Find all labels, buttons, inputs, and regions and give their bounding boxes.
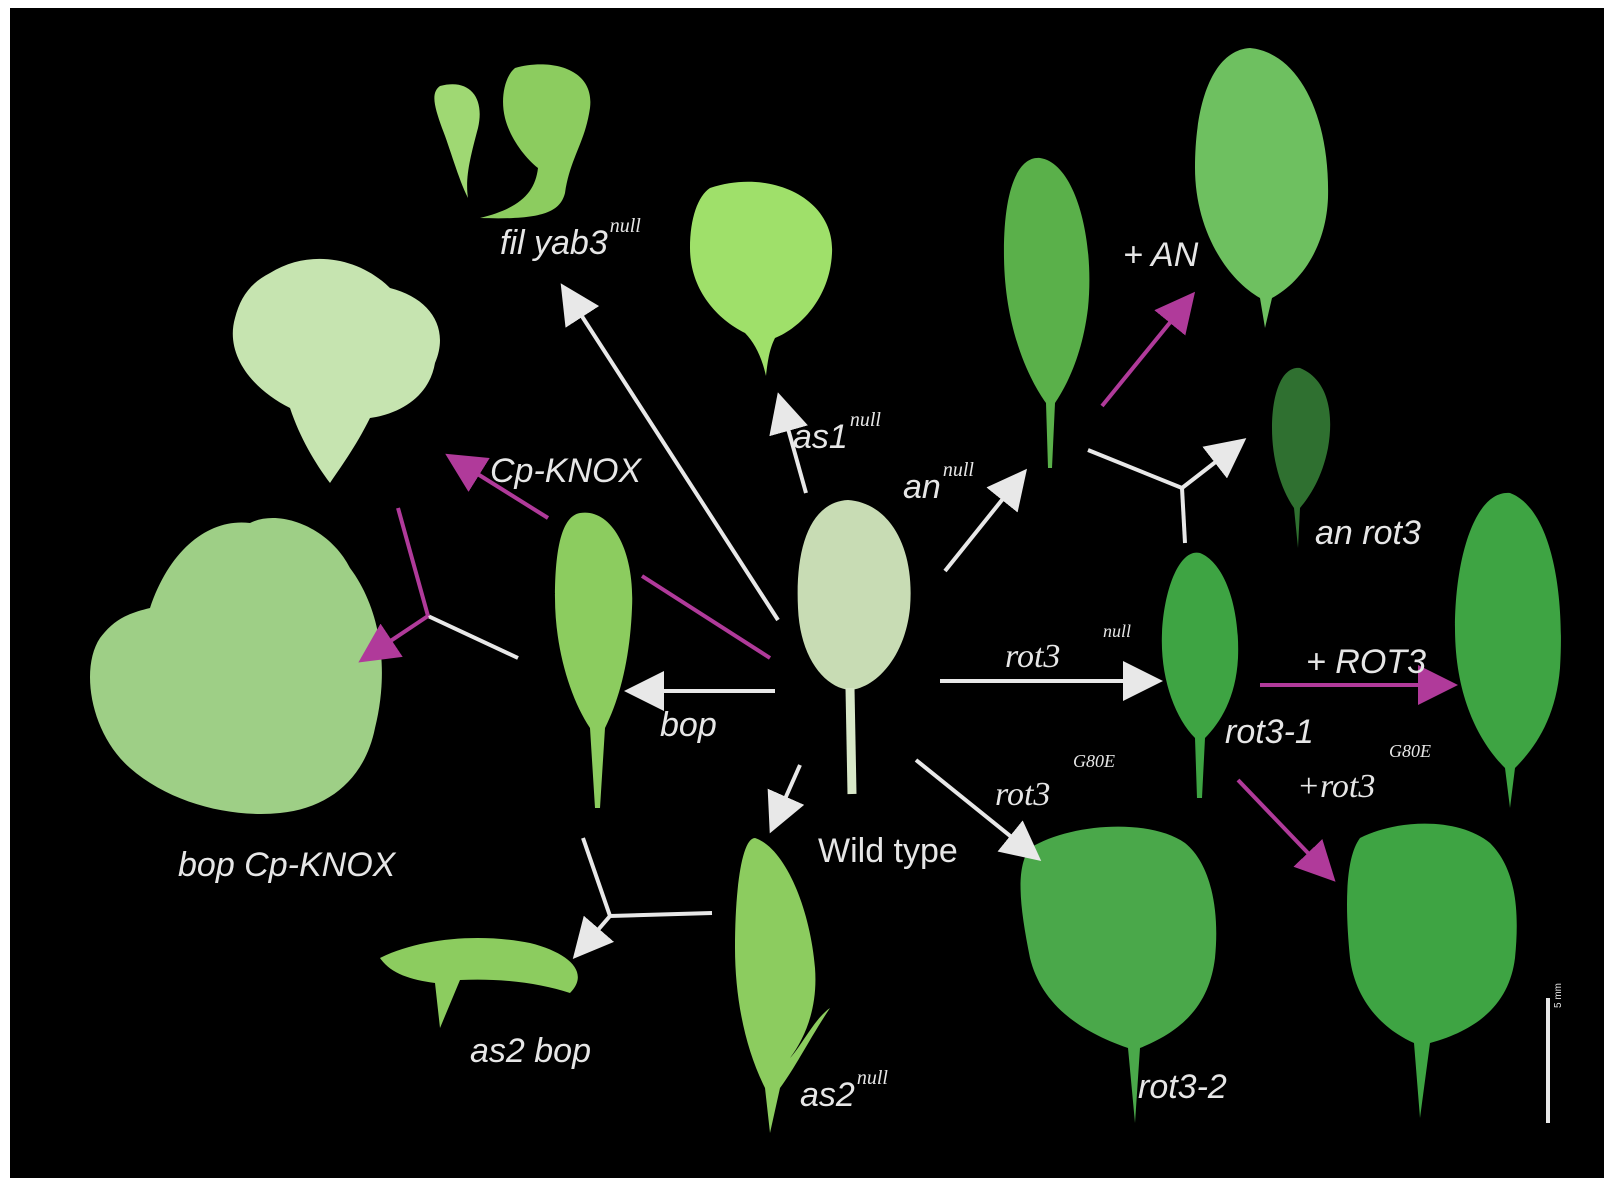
leaf-bop-cp-knox [90,518,382,814]
label-plus-rot3: + ROT3 [1306,645,1426,679]
label-an-rot3: an rot3 [1315,516,1421,550]
leaf-an-complemented [1195,48,1328,328]
label-bop: bop [660,708,717,742]
leaf-as1 [690,182,832,376]
leaf-rot3-g80e-complemented [1347,824,1517,1118]
label-rot3-2: rot3-2 [1138,1070,1227,1104]
arrow-to-an-rot3 [1182,443,1240,488]
leaf-bop [555,513,632,808]
leaf-wild-type [798,500,911,794]
junction-cp-knox-branch [398,508,428,616]
junction-rot3-branch [1182,488,1185,543]
arrow-to-as2 [773,765,800,826]
leaf-rot3-complemented [1455,493,1561,808]
leaf-cp-knox [233,259,440,483]
label-as2-bop: as2 bop [470,1034,591,1068]
label-plus-rot3-g80e: +rot3 G80E [1297,770,1375,804]
cp-knox-line-from-wild-type [642,576,770,658]
arrow-to-as2-bop [578,916,610,953]
leaf-fil-yab3 [434,64,590,218]
label-rot3-null: rot3 null [1005,640,1060,674]
leaf-an [1004,158,1089,468]
label-rot3-g80e: rot3 G80E [995,778,1050,812]
junction-as2-branch [610,913,712,916]
label-cp-knox: Cp-KNOX [490,454,641,488]
diagram-graphics [10,8,1604,1178]
label-bop-cp-knox: bop Cp-KNOX [178,848,395,882]
junction-bop-down-branch [583,838,610,916]
junction-an-branch [1088,450,1182,488]
arrow-to-an-complemented [1102,298,1190,406]
label-plus-an: + AN [1123,238,1198,272]
junction-bop-branch [428,616,518,658]
label-scale-bar: 5 mm [1554,983,1564,1008]
leaf-rot3-1 [1162,553,1238,798]
leaf-as2-bop [380,938,578,1028]
label-rot3-1: rot3-1 [1225,715,1314,749]
label-wild-type: Wild type [818,834,958,868]
